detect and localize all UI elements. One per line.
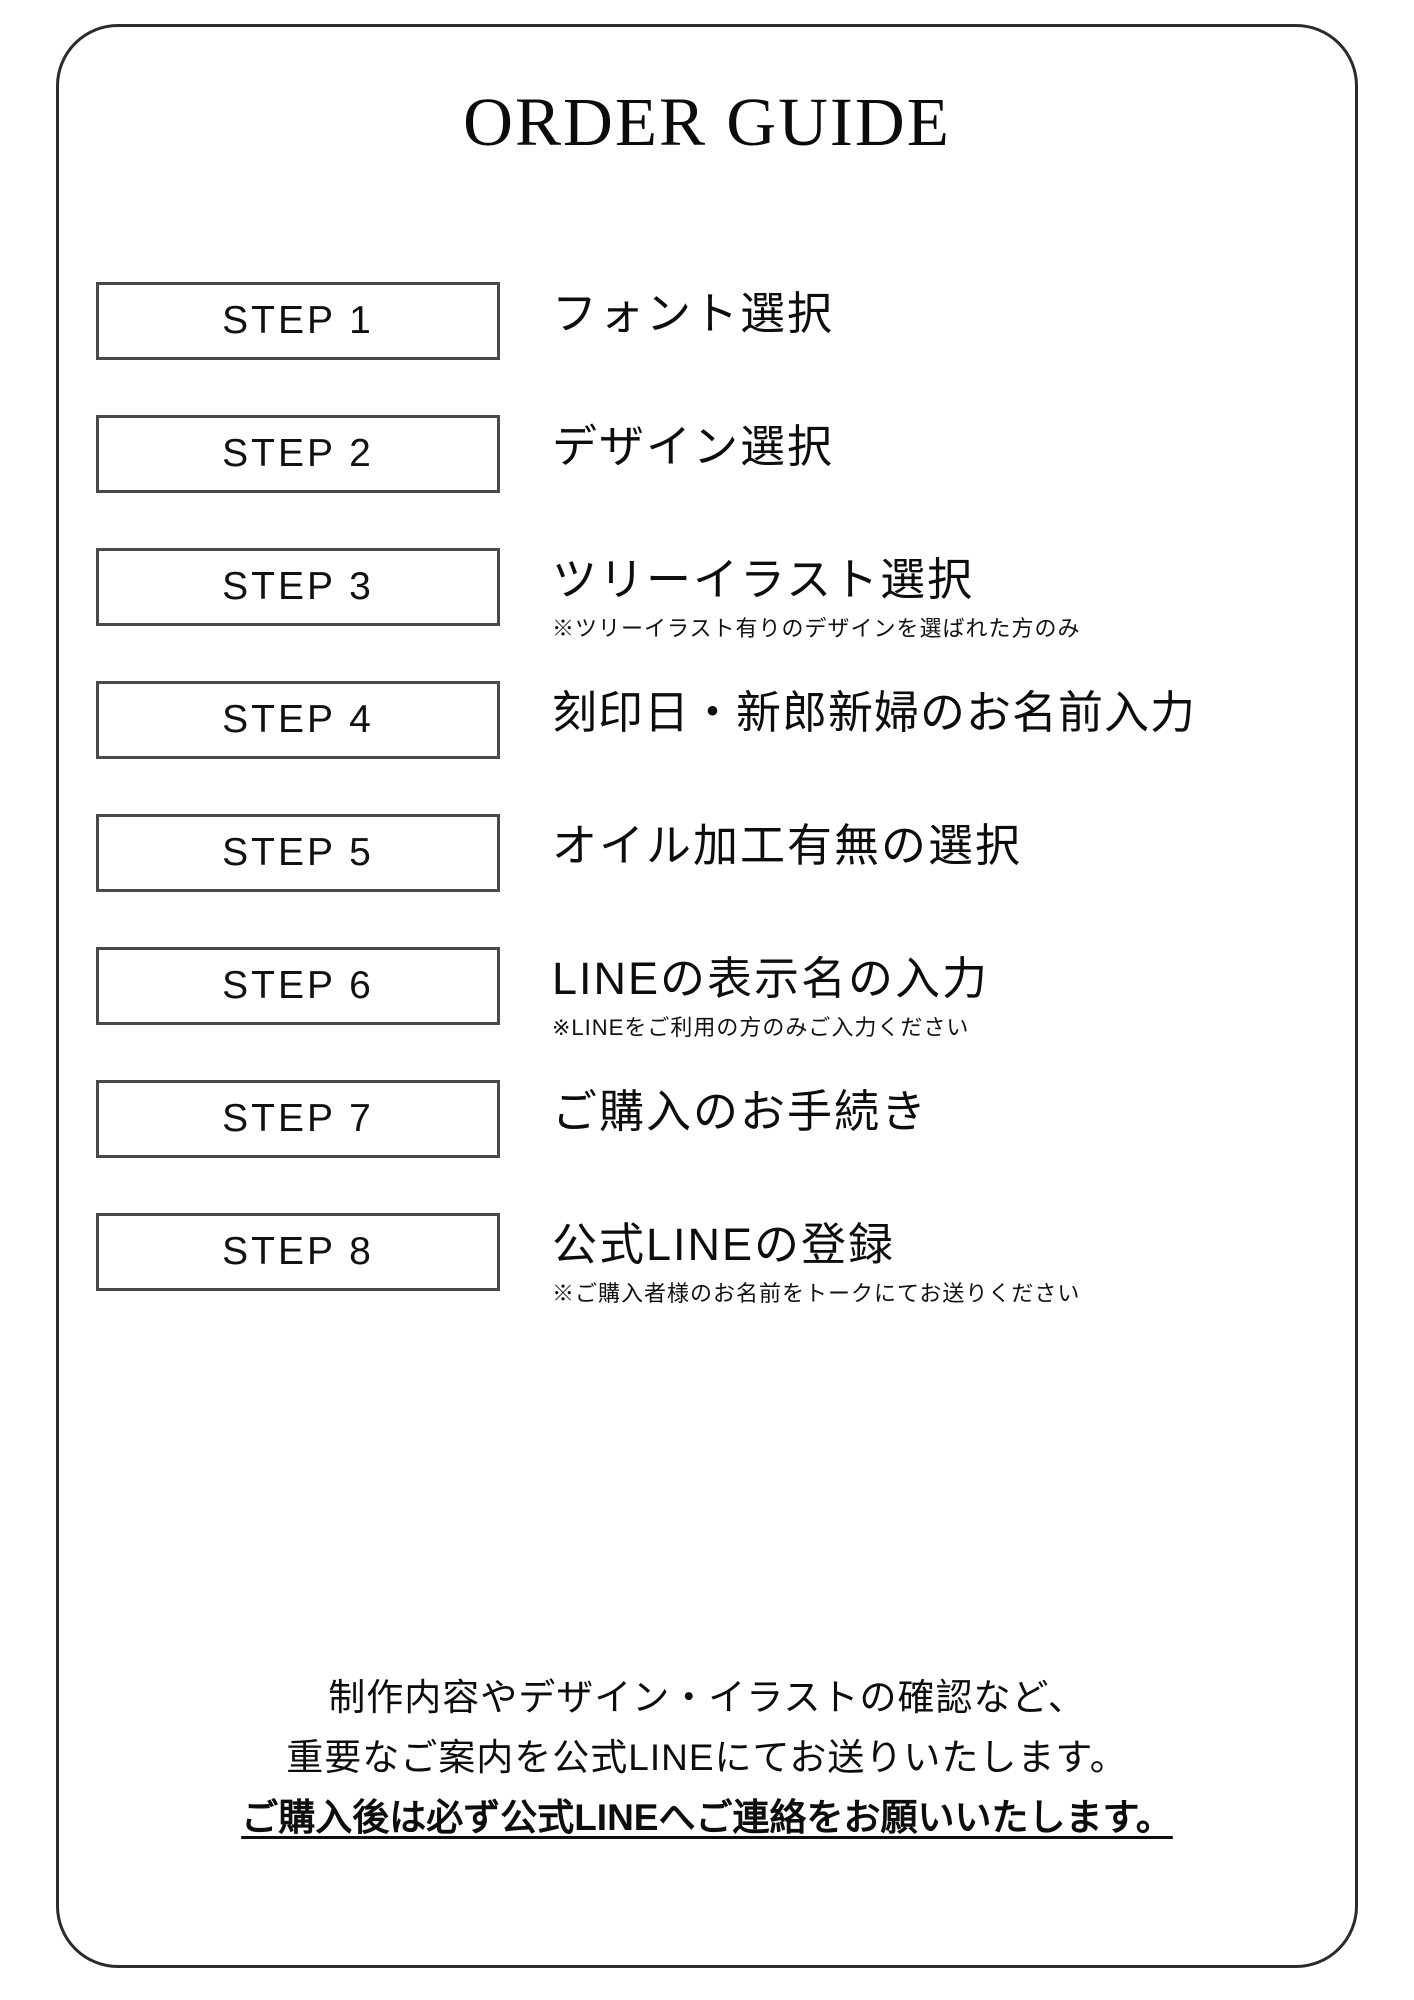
- step-badge-box-6[interactable]: STEP 6: [96, 947, 500, 1025]
- step-text-wrap: デザイン選択: [552, 415, 1392, 479]
- step-note: ※LINEをご利用の方のみご入力ください: [552, 1015, 970, 1040]
- step-badge-box-5[interactable]: STEP 5: [96, 814, 500, 892]
- step-badge-label: STEP 1: [222, 299, 374, 342]
- step-row: STEP 7 ご購入のお手続き: [0, 1080, 1414, 1213]
- step-row: STEP 5 オイル加工有無の選択: [0, 814, 1414, 947]
- step-row: STEP 4 刻印日・新郎新婦のお名前入力: [0, 681, 1414, 814]
- step-title: デザイン選択: [552, 421, 835, 472]
- step-badge-box-4[interactable]: STEP 4: [96, 681, 500, 759]
- step-badge-box-7[interactable]: STEP 7: [96, 1080, 500, 1158]
- footer-line-3-emphasis: ご購入後は必ず公式LINEへご連絡をお願いいたします。: [241, 1797, 1173, 1838]
- step-title: 刻印日・新郎新婦のお名前入力: [552, 687, 1197, 738]
- step-row: STEP 1 フォント選択: [0, 282, 1414, 415]
- step-badge-label: STEP 5: [222, 831, 374, 874]
- step-title: フォント選択: [552, 288, 835, 339]
- footer-line-1: 制作内容やデザイン・イラストの確認など、: [328, 1677, 1086, 1718]
- steps-list: STEP 1 フォント選択 STEP 2 デザイン選択 STEP 3 ツリーイラ…: [0, 282, 1414, 1346]
- step-row: STEP 3 ツリーイラスト選択 ※ツリーイラスト有りのデザインを選ばれた方のみ: [0, 548, 1414, 681]
- step-text-wrap: オイル加工有無の選択: [552, 814, 1392, 878]
- step-row: STEP 6 LINEの表示名の入力 ※LINEをご利用の方のみご入力ください: [0, 947, 1414, 1080]
- step-text-wrap: ツリーイラスト選択 ※ツリーイラスト有りのデザインを選ばれた方のみ: [552, 548, 1392, 646]
- step-title: LINEの表示名の入力: [552, 953, 990, 1004]
- step-title: ツリーイラスト選択: [552, 554, 975, 605]
- step-note: ※ご購入者様のお名前をトークにてお送りください: [552, 1281, 1081, 1306]
- step-badge-label: STEP 3: [222, 565, 374, 608]
- footer-line-2: 重要なご案内を公式LINEにてお送りいたします。: [286, 1737, 1128, 1778]
- step-badge-label: STEP 7: [222, 1097, 374, 1140]
- step-row: STEP 2 デザイン選択: [0, 415, 1414, 548]
- footer-notice: 制作内容やデザイン・イラストの確認など、 重要なご案内を公式LINEにてお送りい…: [0, 1668, 1414, 1848]
- step-text-wrap: フォント選択: [552, 282, 1392, 346]
- step-text-wrap: 刻印日・新郎新婦のお名前入力: [552, 681, 1392, 745]
- step-badge-label: STEP 8: [222, 1230, 374, 1273]
- step-badge-box-2[interactable]: STEP 2: [96, 415, 500, 493]
- step-text-wrap: ご購入のお手続き: [552, 1080, 1392, 1144]
- step-row: STEP 8 公式LINEの登録 ※ご購入者様のお名前をトークにてお送りください: [0, 1213, 1414, 1346]
- step-note: ※ツリーイラスト有りのデザインを選ばれた方のみ: [552, 616, 1081, 641]
- page-title: ORDER GUIDE: [463, 84, 951, 160]
- step-badge-label: STEP 2: [222, 432, 374, 475]
- step-title: ご購入のお手続き: [552, 1086, 929, 1137]
- step-badge-box-8[interactable]: STEP 8: [96, 1213, 500, 1291]
- step-title: オイル加工有無の選択: [552, 820, 1023, 871]
- step-title: 公式LINEの登録: [552, 1219, 896, 1270]
- step-badge-box-1[interactable]: STEP 1: [96, 282, 500, 360]
- step-badge-box-3[interactable]: STEP 3: [96, 548, 500, 626]
- step-badge-label: STEP 6: [222, 964, 374, 1007]
- step-text-wrap: LINEの表示名の入力 ※LINEをご利用の方のみご入力ください: [552, 947, 1392, 1045]
- step-text-wrap: 公式LINEの登録 ※ご購入者様のお名前をトークにてお送りください: [552, 1213, 1392, 1311]
- step-badge-label: STEP 4: [222, 698, 374, 741]
